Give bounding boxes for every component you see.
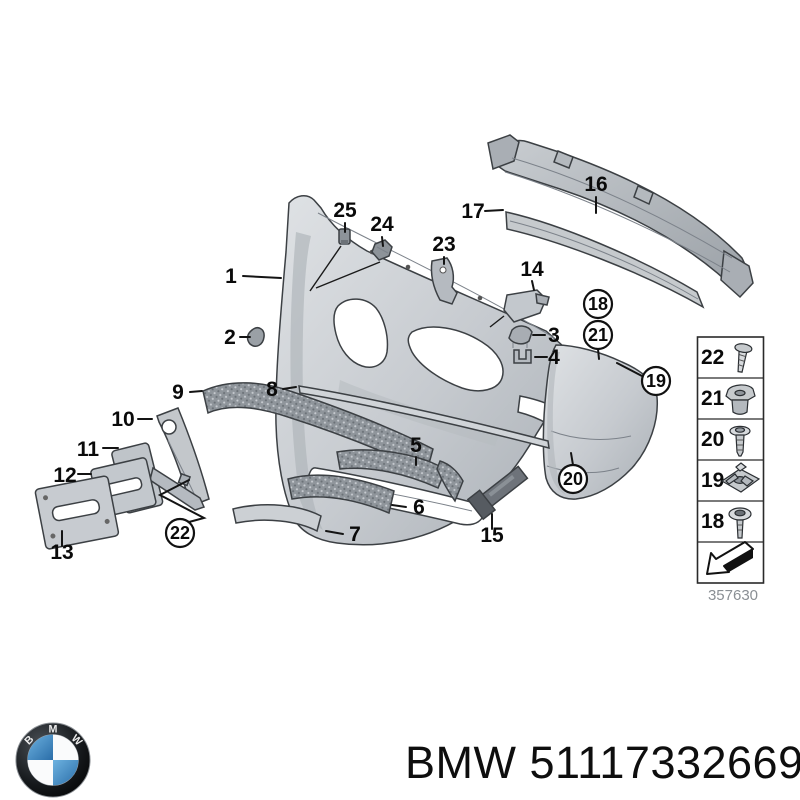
callout-15: 15 — [480, 513, 504, 547]
grommet-nut-icon — [725, 384, 756, 415]
callout-13: 13 — [50, 530, 74, 564]
svg-text:19: 19 — [646, 371, 666, 391]
svg-text:25: 25 — [333, 199, 357, 222]
callout-2: 2 — [224, 326, 251, 349]
svg-text:5: 5 — [410, 434, 422, 457]
legend-row-label: 19 — [701, 469, 724, 492]
washer-rivet-icon — [728, 507, 752, 539]
svg-text:10: 10 — [111, 408, 134, 431]
svg-text:7: 7 — [349, 523, 361, 546]
callout-20: 20 — [557, 452, 589, 495]
callout-17: 17 — [461, 200, 504, 223]
svg-text:23: 23 — [432, 233, 455, 256]
svg-text:12: 12 — [53, 464, 76, 487]
part-23-bracket — [430, 257, 458, 305]
logo-letter-m: M — [49, 724, 58, 736]
exploded-parts-diagram: 1 2 3 4 5 6 7 8 9 10 11 12 — [34, 134, 765, 604]
part-5-right-grille — [336, 449, 447, 490]
svg-text:18: 18 — [588, 294, 608, 314]
callout-12: 12 — [53, 464, 92, 487]
part-8-trim-strip — [298, 385, 550, 450]
callout-19: 19 — [616, 362, 672, 397]
callout-9: 9 — [172, 381, 203, 404]
callout-18: 18 — [582, 288, 614, 320]
svg-text:11: 11 — [77, 438, 100, 461]
part-15-side-bracket — [466, 465, 529, 521]
svg-text:20: 20 — [563, 469, 583, 489]
callout-5: 5 — [410, 434, 422, 466]
svg-text:9: 9 — [172, 381, 184, 404]
svg-text:2: 2 — [224, 326, 236, 349]
callout-11: 11 — [77, 438, 119, 461]
callout-21: 21 — [582, 319, 614, 360]
callout-1: 1 — [225, 265, 282, 288]
part-side-grille — [436, 460, 464, 503]
part-6-lower-grille — [287, 474, 395, 515]
part-7-lower-trim — [232, 504, 322, 533]
bmw-logo: B M W — [15, 722, 91, 798]
callout-24: 24 — [370, 213, 394, 247]
callout-4: 4 — [534, 346, 560, 369]
svg-text:1: 1 — [225, 265, 237, 288]
legend-row-label: 21 — [701, 387, 725, 410]
part-24-clip — [371, 239, 393, 261]
part-16-impact-bar — [487, 134, 754, 299]
svg-text:8: 8 — [266, 378, 278, 401]
callout-25: 25 — [333, 199, 357, 233]
legend-row-label: 22 — [701, 346, 724, 369]
part-3-clip — [508, 325, 533, 348]
svg-text:3: 3 — [548, 324, 560, 347]
part-13-bracket — [34, 475, 120, 550]
svg-text:14: 14 — [520, 258, 544, 281]
part-4-clip — [513, 349, 532, 364]
part-10-grille-frame — [156, 407, 210, 507]
part-17-lower-strip — [505, 211, 705, 309]
brand-name: BMW — [405, 737, 517, 788]
cage-nut-icon — [720, 462, 761, 493]
callout-22: 22 — [157, 479, 207, 549]
svg-text:4: 4 — [548, 346, 560, 369]
part-14-washer-cover — [503, 289, 550, 323]
diagram-number: 357630 — [708, 587, 758, 604]
svg-text:6: 6 — [413, 496, 425, 519]
svg-text:24: 24 — [370, 213, 394, 236]
callout-23: 23 — [432, 233, 456, 265]
screw-icon — [734, 343, 753, 373]
legend-row-label: 20 — [701, 428, 724, 451]
callout-8: 8 — [266, 378, 297, 401]
svg-text:15: 15 — [480, 524, 504, 547]
callout-14: 14 — [520, 258, 544, 291]
svg-text:21: 21 — [588, 325, 608, 345]
callout-16: 16 — [584, 173, 608, 214]
fastener-legend: 22 21 20 19 — [696, 336, 765, 604]
callout-7: 7 — [325, 523, 361, 546]
svg-text:17: 17 — [461, 200, 484, 223]
part-number-caption: BMW 51117332669 — [405, 737, 800, 789]
svg-text:22: 22 — [170, 523, 190, 543]
expansion-rivet-icon — [729, 425, 751, 457]
callout-6: 6 — [391, 496, 425, 519]
part-number: 51117332669 — [529, 737, 800, 788]
direction-arrow-icon — [706, 541, 754, 575]
legend-row-label: 18 — [701, 510, 725, 533]
svg-text:16: 16 — [584, 173, 607, 196]
svg-text:13: 13 — [50, 541, 73, 564]
assembly-lines — [309, 245, 505, 328]
callout-3: 3 — [532, 324, 560, 347]
callout-10: 10 — [111, 408, 153, 431]
